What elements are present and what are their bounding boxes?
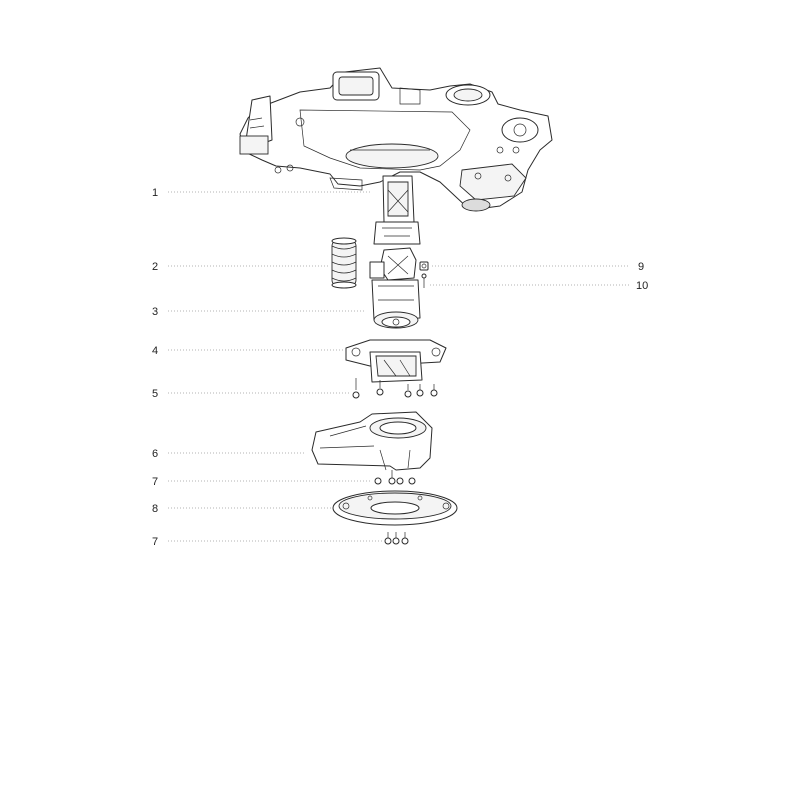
callout-9: 9 [638, 261, 644, 273]
main-chassis-part [239, 67, 553, 212]
pin-part [421, 273, 427, 288]
callout-4: 4 [152, 345, 158, 357]
leader-lines [168, 191, 630, 542]
bracket-part [373, 175, 421, 245]
cutter-guard-part [311, 411, 433, 471]
callout-1: 1 [152, 187, 158, 199]
callout-10: 10 [636, 280, 648, 292]
callout-3: 3 [152, 306, 158, 318]
gear-housing-part [369, 247, 421, 329]
callout-7a: 7 [152, 476, 158, 488]
callout-labels: 1 2 3 4 5 6 7 8 7 9 10 [152, 187, 648, 548]
callout-5: 5 [152, 388, 158, 400]
screws-row-7-upper [374, 470, 416, 485]
small-screw-part [419, 261, 429, 271]
callout-7b: 7 [152, 536, 158, 548]
callout-8: 8 [152, 503, 158, 515]
screws-row-7-lower [384, 532, 409, 545]
mounting-plate-part [345, 339, 447, 383]
screws-row-5 [352, 378, 438, 399]
callout-2: 2 [152, 261, 158, 273]
base-disc-part [332, 490, 458, 526]
spring-part [331, 237, 357, 289]
callout-6: 6 [152, 448, 158, 460]
